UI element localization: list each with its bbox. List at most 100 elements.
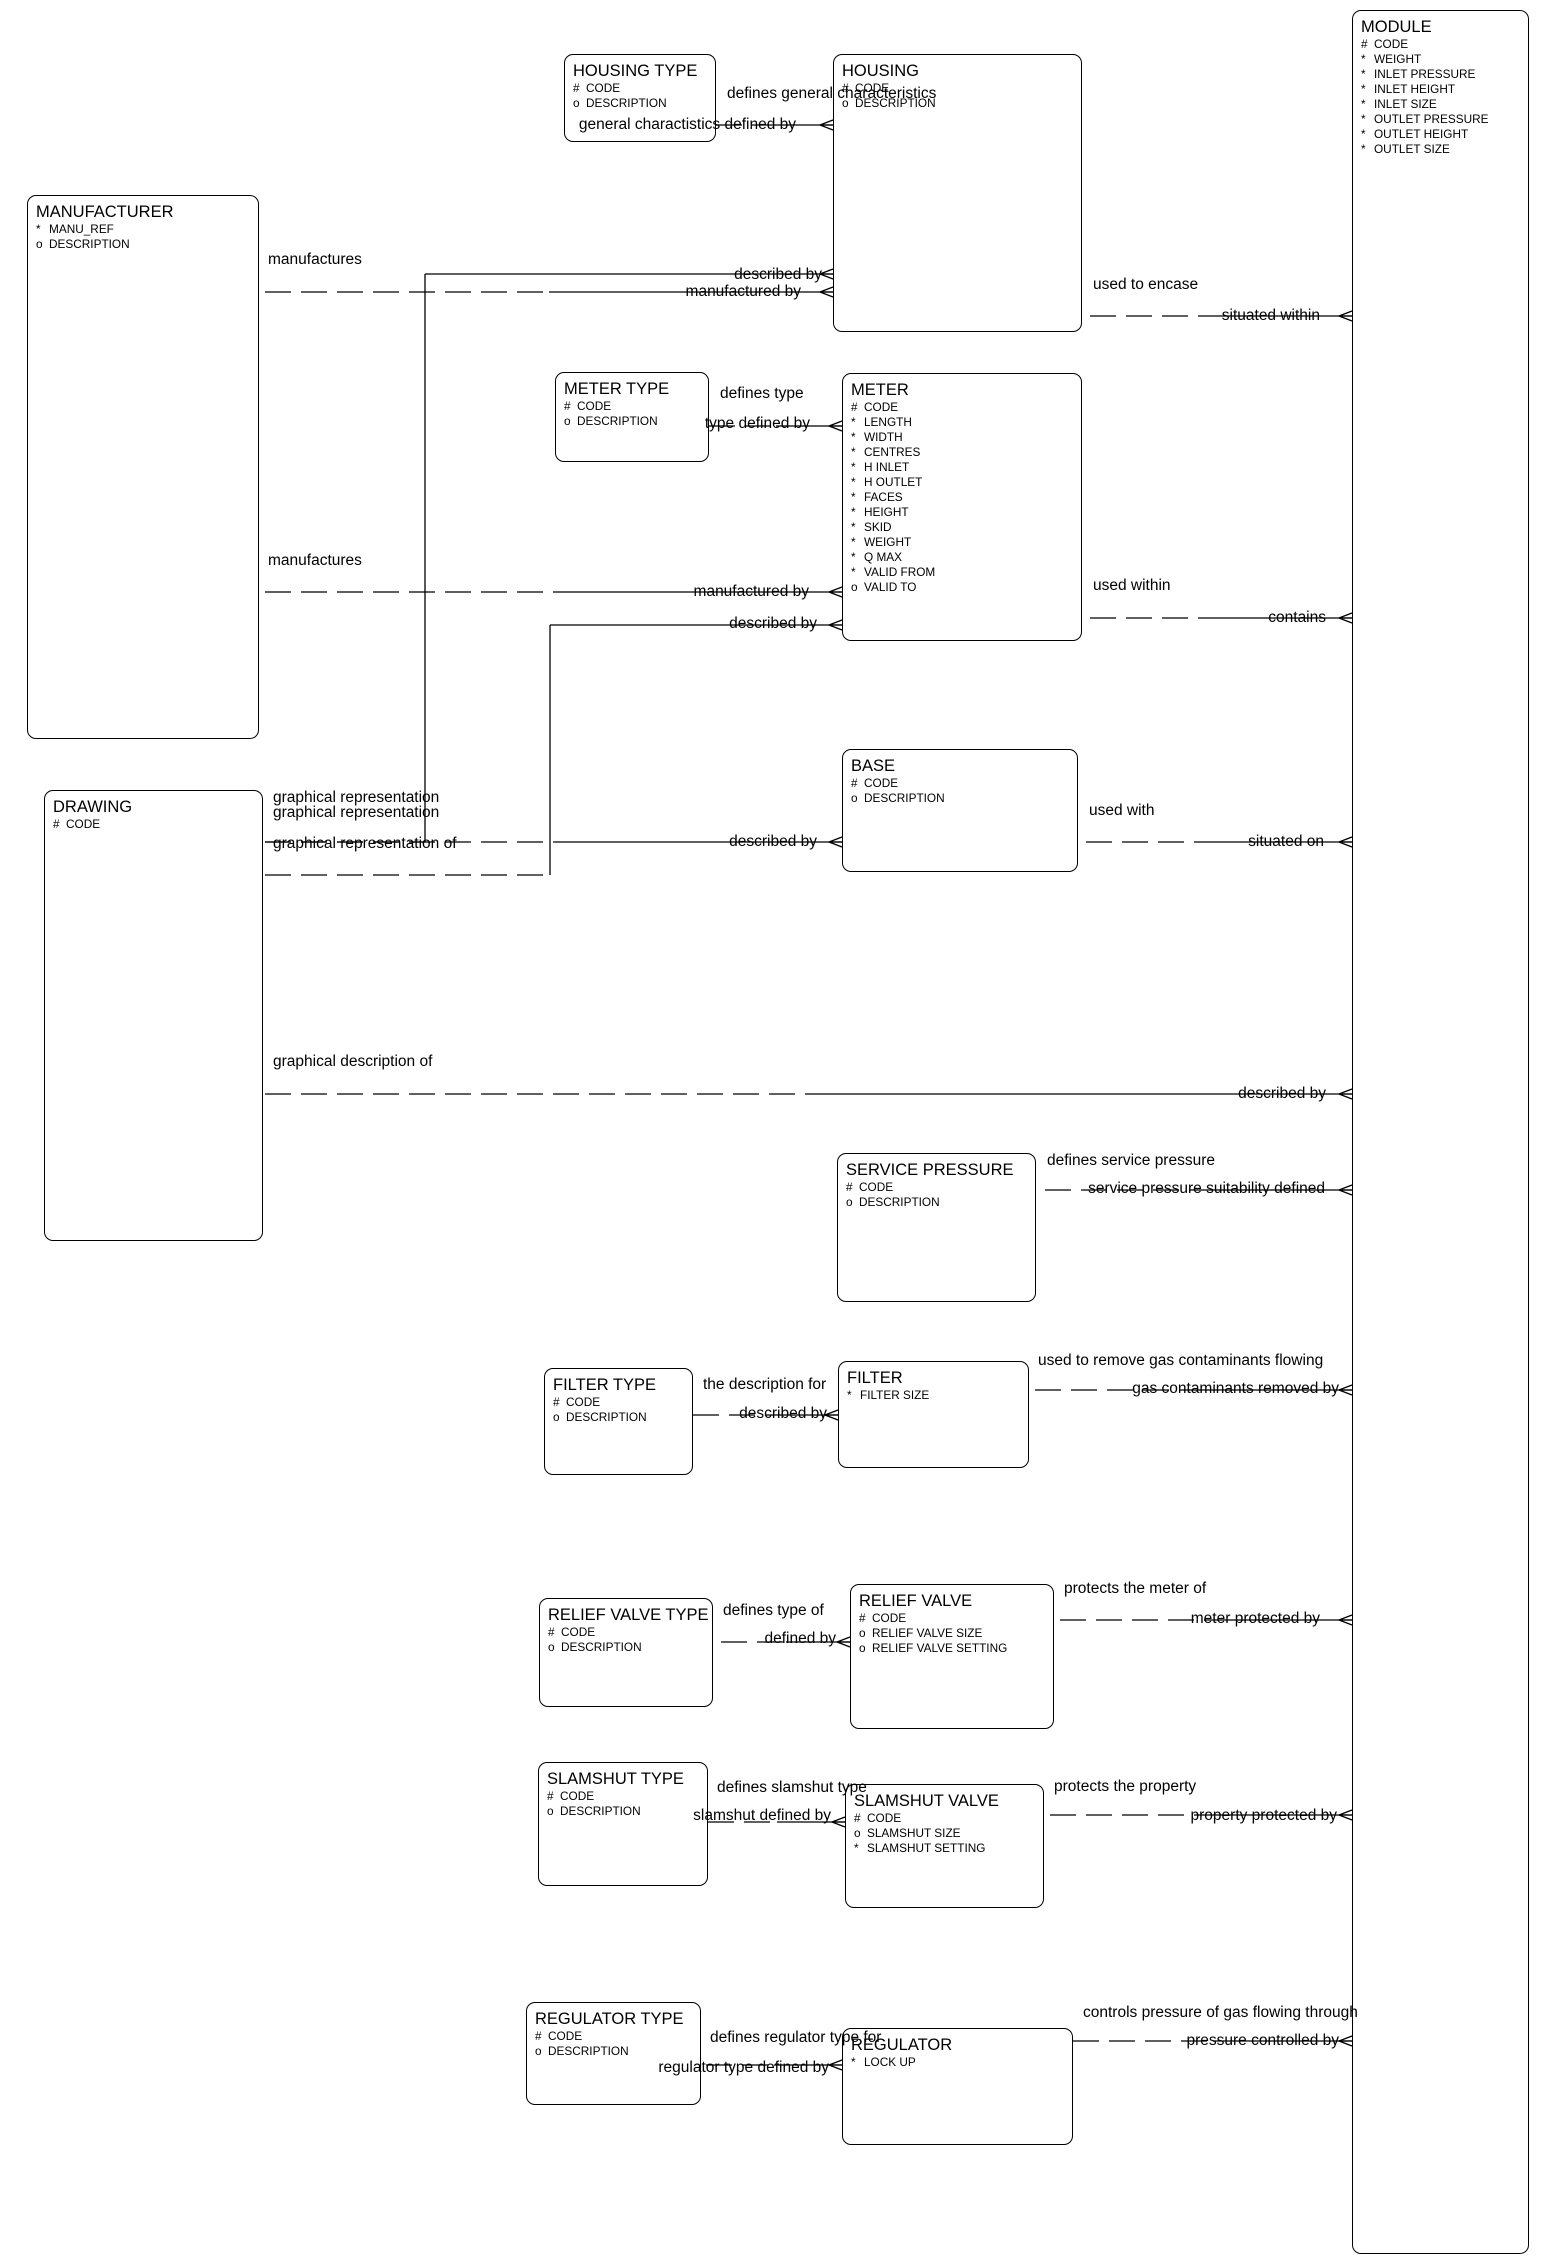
attribute-name: Q MAX [864,550,903,564]
entity-title: MANUFACTURER [36,203,174,221]
attribute-name: CODE [859,1180,894,1194]
entity-attribute: #CODE [573,81,715,96]
attribute-marker: o [842,96,849,110]
relationship-label: type defined by [704,415,810,432]
attribute-name: DESCRIPTION [566,1410,647,1424]
crows-foot-icon [1338,1614,1353,1626]
entity-filter[interactable]: FILTER*FILTER SIZE [838,1361,1029,1468]
attribute-name: DESCRIPTION [49,237,130,251]
attribute-name: SLAMSHUT SETTING [867,1841,986,1855]
entity-attribute: *WEIGHT [851,535,1081,550]
entity-module[interactable]: MODULE#CODE*WEIGHT*INLET PRESSURE*INLET … [1352,10,1529,2254]
entity-attribute: *FACES [851,490,1081,505]
relationship-label: described by [729,615,817,632]
attribute-name: FILTER SIZE [860,1388,930,1402]
attribute-name: CODE [1374,37,1409,51]
entity-attribute: #CODE [553,1395,692,1410]
attribute-marker: * [1361,67,1366,81]
entity-attribute: *MANU_REF [36,222,258,237]
attribute-marker: # [564,399,571,413]
crows-foot-icon [1338,2035,1353,2047]
crows-foot-icon [828,586,843,598]
attribute-name: OUTLET PRESSURE [1374,112,1489,126]
entity-attribute: #CODE [851,776,1077,791]
attribute-name: OUTLET SIZE [1374,142,1450,156]
entity-regulator[interactable]: REGULATOR*LOCK UP [842,2028,1073,2145]
attribute-marker: * [851,430,856,444]
attribute-name: CODE [864,400,899,414]
attribute-name: DESCRIPTION [548,2044,629,2058]
attribute-name: MANU_REF [49,222,114,236]
crows-foot-icon [1338,836,1353,848]
attribute-marker: # [553,1395,560,1409]
attribute-marker: o [846,1195,853,1209]
crows-foot-icon [1338,310,1353,322]
attribute-marker: * [851,520,856,534]
entity-title: METER TYPE [564,380,670,398]
relationship-label: defines service pressure [1047,1152,1215,1169]
relationship-label: situated within [1221,307,1320,324]
crows-foot-icon [824,1409,839,1421]
relationship-label: defines regulator type for [710,2029,882,2046]
attribute-name: OUTLET HEIGHT [1374,127,1469,141]
entity-attribute: *LOCK UP [851,2055,1072,2070]
entity-attribute: #CODE [53,817,262,832]
attribute-name: CODE [872,1611,907,1625]
entity-attribute: *INLET HEIGHT [1361,82,1528,97]
entity-title: FILTER TYPE [553,1376,656,1394]
entity-attribute: *VALID FROM [851,565,1081,580]
entity-title: METER [851,381,909,399]
relationship-label: described by [729,833,817,850]
attribute-marker: * [851,490,856,504]
attribute-marker: # [547,1789,554,1803]
attribute-marker: * [1361,82,1366,96]
relationship-label: graphical representation [273,789,440,806]
attribute-name: H OUTLET [864,475,923,489]
relationship-label: used with [1089,802,1155,819]
relationship-label: the description for [703,1376,827,1393]
crows-foot-icon [819,268,834,280]
attribute-marker: * [847,1388,852,1402]
entity-drawing[interactable]: DRAWING#CODE [44,790,263,1241]
relationship-label: described by [734,266,822,283]
entity-title: REGULATOR [851,2036,953,2054]
attribute-marker: * [851,505,856,519]
attribute-name: CODE [586,81,621,95]
entity-title: SLAMSHUT VALVE [854,1792,999,1810]
attribute-marker: * [1361,112,1366,126]
relationship-label: situated on [1248,833,1324,850]
relationship-label: described by [739,1405,827,1422]
relationship-label: protects the meter of [1064,1580,1207,1597]
entity-title: BASE [851,757,896,775]
entity-attribute: #CODE [846,1180,1035,1195]
attribute-name: WIDTH [864,430,903,444]
attribute-marker: * [851,415,856,429]
attribute-name: CODE [548,2029,583,2043]
entity-attribute: #CODE [547,1789,707,1804]
crows-foot-icon [828,836,843,848]
entity-meter[interactable]: METER#CODE*LENGTH*WIDTH*CENTRES*H INLET*… [842,373,1082,641]
attribute-marker: * [851,460,856,474]
crows-foot-icon [1338,1384,1353,1396]
relationship-label: described by [1238,1085,1326,1102]
attribute-marker: o [564,414,571,428]
